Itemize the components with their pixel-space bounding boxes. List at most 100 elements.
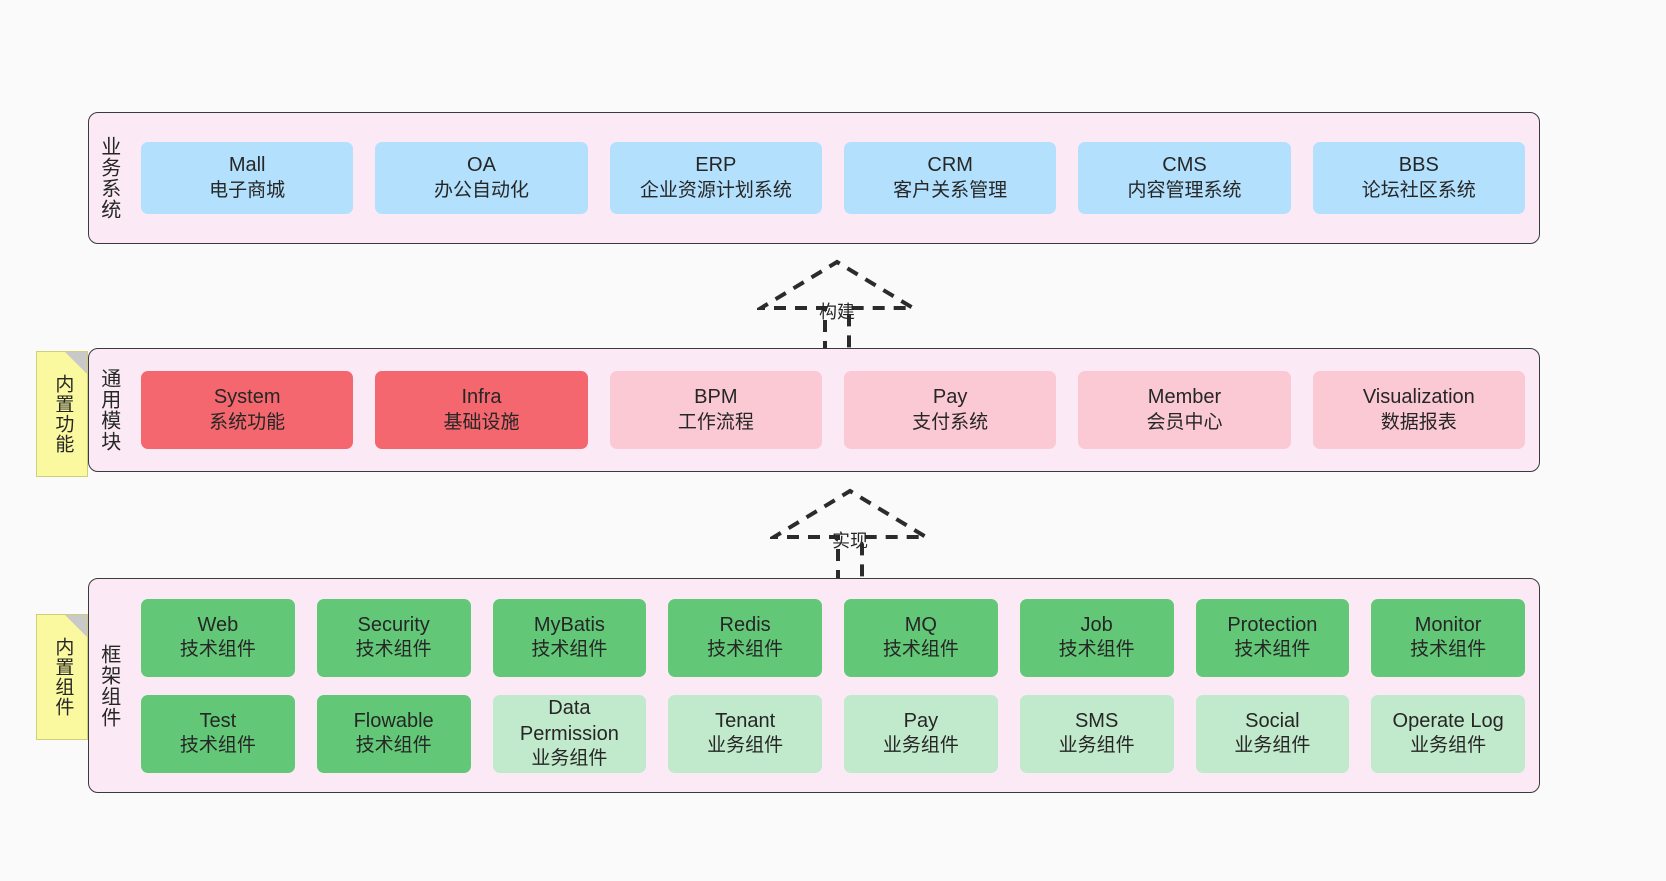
module-visualization-sub: 数据报表 bbox=[1380, 411, 1457, 433]
component-test-sub: 技术组件 bbox=[179, 735, 256, 757]
component-pay[interactable]: Pay 业务组件 bbox=[844, 694, 998, 773]
layer-common-modules: 通用模块 System 系统功能 Infra 基础设施 BPM 工作流程 Pay… bbox=[88, 348, 1540, 472]
row-common-1: System 系统功能 Infra 基础设施 BPM 工作流程 Pay 支付系统… bbox=[141, 371, 1525, 449]
module-bpm[interactable]: BPM 工作流程 bbox=[609, 371, 822, 449]
component-tenant[interactable]: Tenant 业务组件 bbox=[668, 694, 822, 773]
note-builtin-components: 内置组件 bbox=[36, 614, 88, 740]
module-oa-name: OA bbox=[467, 154, 496, 177]
component-mq[interactable]: MQ 技术组件 bbox=[844, 598, 998, 677]
module-crm[interactable]: CRM 客户关系管理 bbox=[843, 142, 1057, 214]
module-mall[interactable]: Mall 电子商城 bbox=[141, 142, 354, 214]
component-flowable-name: Flowable bbox=[353, 709, 434, 732]
module-system[interactable]: System 系统功能 bbox=[141, 371, 354, 449]
component-protection[interactable]: Protection 技术组件 bbox=[1195, 598, 1350, 677]
component-protection-name: Protection bbox=[1227, 613, 1318, 636]
connector-build: 构建 bbox=[757, 258, 917, 353]
component-job[interactable]: Job 技术组件 bbox=[1019, 598, 1174, 677]
component-test[interactable]: Test 技术组件 bbox=[141, 694, 295, 773]
component-monitor-sub: 技术组件 bbox=[1410, 639, 1487, 661]
component-mybatis-sub: 技术组件 bbox=[531, 639, 608, 661]
component-monitor-name: Monitor bbox=[1414, 613, 1482, 636]
module-bbs[interactable]: BBS 论坛社区系统 bbox=[1312, 142, 1525, 214]
module-bpm-name: BPM bbox=[694, 386, 738, 409]
module-visualization[interactable]: Visualization 数据报表 bbox=[1312, 371, 1525, 449]
module-system-name: System bbox=[213, 386, 281, 409]
component-data-permission[interactable]: Data Permission 业务组件 bbox=[492, 694, 647, 773]
module-cms[interactable]: CMS 内容管理系统 bbox=[1078, 142, 1291, 214]
module-erp[interactable]: ERP 企业资源计划系统 bbox=[609, 142, 822, 214]
module-infra[interactable]: Infra 基础设施 bbox=[375, 371, 588, 449]
module-oa[interactable]: OA 办公自动化 bbox=[375, 142, 588, 214]
module-oa-sub: 办公自动化 bbox=[433, 179, 529, 201]
connector-implement: 实现 bbox=[770, 487, 930, 582]
module-mall-name: Mall bbox=[228, 154, 266, 177]
component-data-permission-sub: 业务组件 bbox=[531, 747, 608, 769]
module-member[interactable]: Member 会员中心 bbox=[1078, 371, 1291, 449]
connector-implement-label: 实现 bbox=[832, 531, 868, 551]
layer-title-common: 通用模块 bbox=[97, 368, 120, 452]
note-fold-corner-icon bbox=[65, 615, 87, 637]
component-web-sub: 技术组件 bbox=[179, 639, 256, 661]
component-social-sub: 业务组件 bbox=[1234, 735, 1311, 757]
component-mq-sub: 技术组件 bbox=[882, 639, 959, 661]
note-builtin-features: 内置功能 bbox=[36, 351, 88, 477]
module-system-sub: 系统功能 bbox=[209, 411, 286, 433]
module-infra-name: Infra bbox=[461, 386, 502, 409]
component-sms[interactable]: SMS 业务组件 bbox=[1019, 694, 1174, 773]
component-flowable[interactable]: Flowable 技术组件 bbox=[316, 694, 471, 773]
module-member-sub: 会员中心 bbox=[1146, 411, 1223, 433]
module-cms-name: CMS bbox=[1162, 154, 1207, 177]
component-flowable-sub: 技术组件 bbox=[355, 735, 432, 757]
component-operate-log[interactable]: Operate Log 业务组件 bbox=[1371, 694, 1525, 773]
component-security[interactable]: Security 技术组件 bbox=[316, 598, 471, 677]
note-builtin-features-label: 内置功能 bbox=[52, 374, 74, 454]
component-tenant-sub: 业务组件 bbox=[707, 735, 784, 757]
row-framework-tech: Web 技术组件 Security 技术组件 MyBatis 技术组件 Redi… bbox=[141, 598, 1525, 677]
component-monitor[interactable]: Monitor 技术组件 bbox=[1371, 598, 1525, 677]
component-pay-name: Pay bbox=[903, 709, 939, 732]
module-pay-sub: 支付系统 bbox=[912, 411, 989, 433]
component-redis-name: Redis bbox=[719, 613, 771, 636]
module-pay-name: Pay bbox=[932, 386, 968, 409]
layer-framework-components: 框架组件 Web 技术组件 Security 技术组件 MyBatis 技术组件… bbox=[88, 578, 1540, 793]
component-social-name: Social bbox=[1245, 709, 1300, 732]
component-mybatis[interactable]: MyBatis 技术组件 bbox=[492, 598, 647, 677]
component-sms-name: SMS bbox=[1074, 709, 1119, 732]
module-crm-sub: 客户关系管理 bbox=[893, 179, 1008, 201]
connector-build-label: 构建 bbox=[819, 302, 855, 322]
component-web-name: Web bbox=[197, 613, 239, 636]
layer-title-framework: 框架组件 bbox=[97, 643, 120, 728]
note-builtin-components-label: 内置组件 bbox=[52, 637, 74, 717]
module-cms-sub: 内容管理系统 bbox=[1127, 179, 1242, 201]
layer-body-common: System 系统功能 Infra 基础设施 BPM 工作流程 Pay 支付系统… bbox=[127, 349, 1539, 471]
module-bbs-name: BBS bbox=[1398, 154, 1439, 177]
connector-implement-arrow-icon bbox=[770, 488, 930, 582]
component-tenant-name: Tenant bbox=[715, 709, 776, 732]
note-fold-corner-icon bbox=[65, 352, 87, 374]
component-security-name: Security bbox=[357, 613, 430, 636]
module-infra-sub: 基础设施 bbox=[443, 411, 520, 433]
component-test-name: Test bbox=[199, 709, 237, 732]
component-security-sub: 技术组件 bbox=[355, 639, 432, 661]
component-job-name: Job bbox=[1080, 613, 1113, 636]
component-job-sub: 技术组件 bbox=[1058, 639, 1135, 661]
component-web[interactable]: Web 技术组件 bbox=[141, 598, 295, 677]
row-business-1: Mall 电子商城 OA 办公自动化 ERP 企业资源计划系统 CRM 客户关系… bbox=[141, 142, 1525, 214]
module-bbs-sub: 论坛社区系统 bbox=[1361, 179, 1476, 201]
module-visualization-name: Visualization bbox=[1362, 386, 1475, 409]
module-erp-sub: 企业资源计划系统 bbox=[639, 179, 792, 201]
layer-title-business: 业务系统 bbox=[97, 136, 120, 220]
component-protection-sub: 技术组件 bbox=[1234, 639, 1311, 661]
component-operate-log-name: Operate Log bbox=[1392, 709, 1504, 732]
component-redis[interactable]: Redis 技术组件 bbox=[668, 598, 822, 677]
component-sms-sub: 业务组件 bbox=[1058, 735, 1135, 757]
module-pay[interactable]: Pay 支付系统 bbox=[843, 371, 1057, 449]
connector-build-arrow-icon bbox=[757, 259, 917, 353]
module-erp-name: ERP bbox=[695, 154, 737, 177]
component-data-permission-name: Data Permission bbox=[519, 697, 619, 745]
module-mall-sub: 电子商城 bbox=[209, 179, 286, 201]
component-mybatis-name: MyBatis bbox=[533, 613, 605, 636]
component-social[interactable]: Social 业务组件 bbox=[1195, 694, 1350, 773]
row-framework-business: Test 技术组件 Flowable 技术组件 Data Permission … bbox=[141, 694, 1525, 773]
